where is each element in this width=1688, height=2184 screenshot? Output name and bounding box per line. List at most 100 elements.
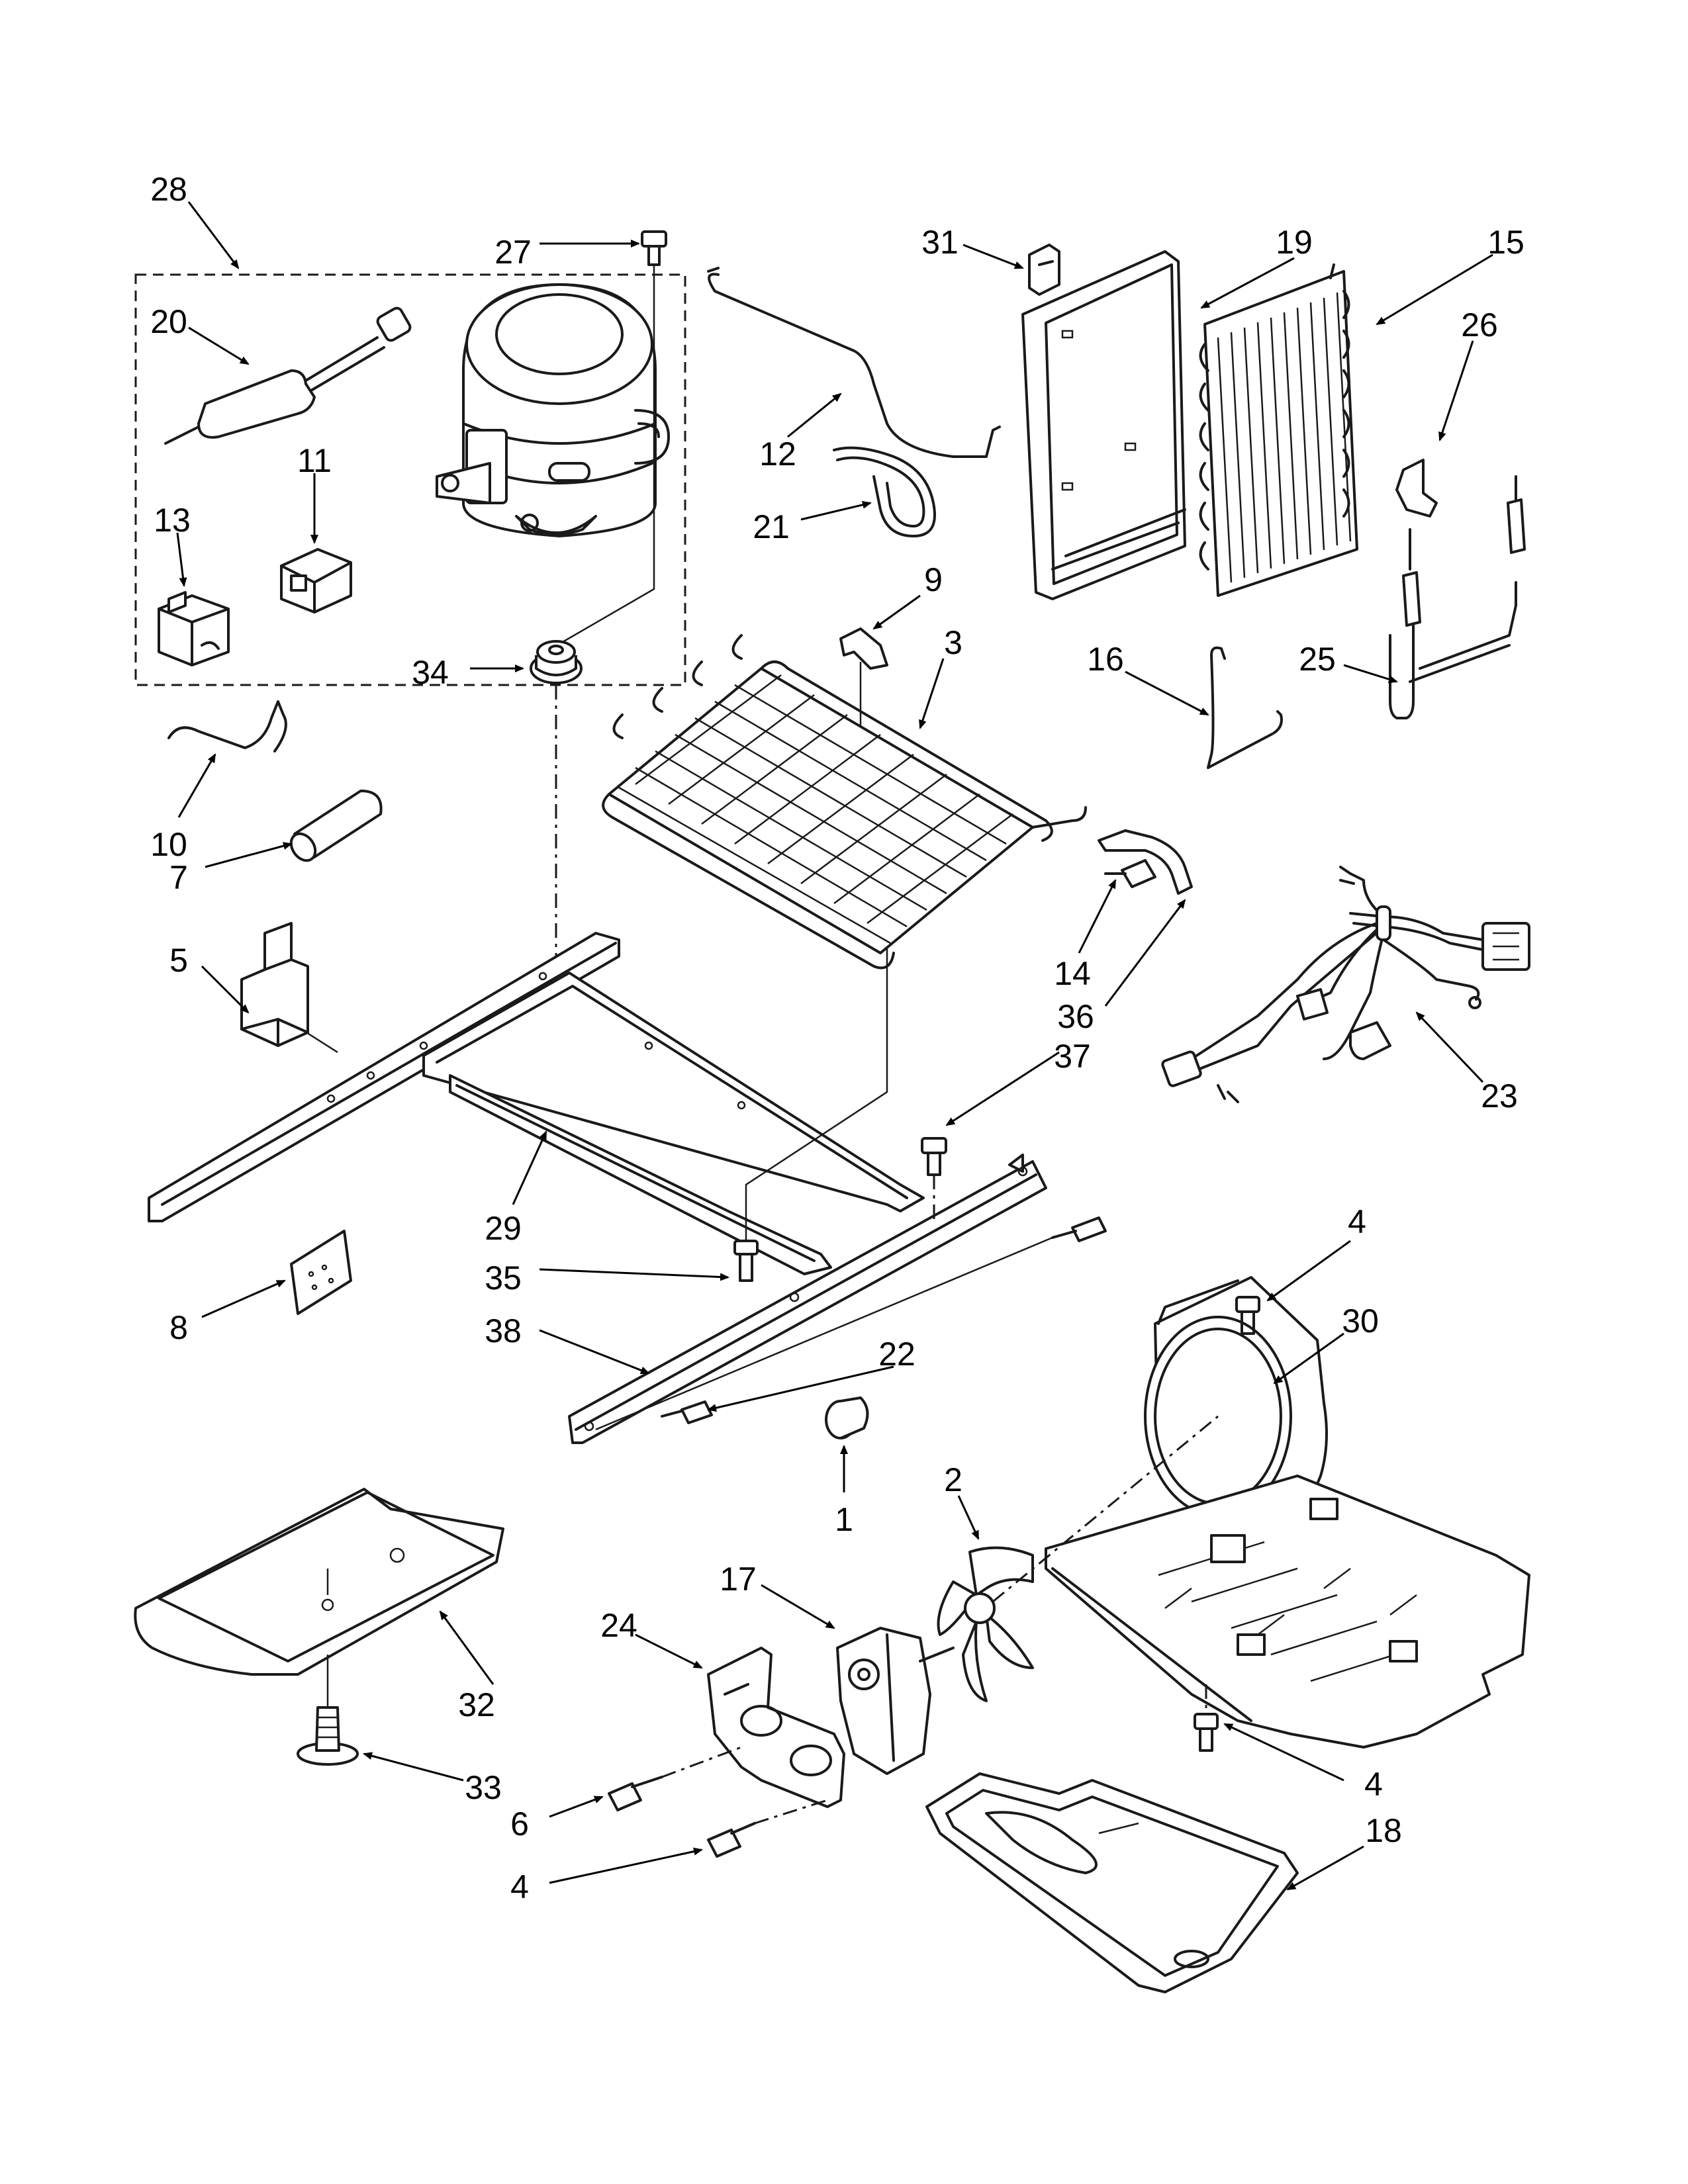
clip-icon[interactable] <box>839 627 888 670</box>
callout-5[interactable]: 5 <box>169 942 188 979</box>
leader-arrow-21 <box>800 500 872 521</box>
screw-icon[interactable] <box>1104 859 1156 888</box>
callout-4[interactable]: 4 <box>1348 1203 1366 1240</box>
cross-brace-icon[interactable] <box>568 1154 1047 1444</box>
relay-icon[interactable] <box>280 548 352 614</box>
base-plate-icon[interactable] <box>1045 1475 1530 1749</box>
overload-icon[interactable] <box>158 591 230 666</box>
callout-30[interactable]: 30 <box>1342 1302 1379 1340</box>
base-pad-icon[interactable] <box>134 1488 504 1676</box>
callout-6[interactable]: 6 <box>510 1805 529 1843</box>
coil-hose-icon[interactable] <box>833 446 936 537</box>
callout-24[interactable]: 24 <box>600 1607 637 1644</box>
screw-icon[interactable] <box>641 230 667 266</box>
screw-icon[interactable] <box>608 1776 663 1811</box>
bracket-icon[interactable] <box>1098 829 1193 895</box>
callout-31[interactable]: 31 <box>921 224 959 261</box>
callout-18[interactable]: 18 <box>1365 1812 1402 1849</box>
evaporator-cover-icon[interactable] <box>1021 250 1186 600</box>
screw-icon[interactable] <box>1194 1713 1219 1752</box>
leveling-foot-icon[interactable] <box>297 1706 359 1766</box>
callout-26[interactable]: 26 <box>1461 306 1498 343</box>
callout-36[interactable]: 36 <box>1057 998 1094 1035</box>
callout-4[interactable]: 4 <box>1364 1766 1383 1803</box>
leader-arrow-28 <box>187 201 240 269</box>
callout-21[interactable]: 21 <box>753 508 790 545</box>
thermal-protector-icon[interactable] <box>164 306 412 445</box>
leader-arrow-3 <box>919 658 945 729</box>
callout-13[interactable]: 13 <box>154 502 191 539</box>
callout-37[interactable]: 37 <box>1054 1038 1091 1075</box>
callout-28[interactable]: 28 <box>150 171 187 208</box>
evaporator-coil-icon[interactable] <box>602 634 1087 970</box>
callout-2[interactable]: 2 <box>944 1461 962 1498</box>
leader-arrow-4 <box>1223 1723 1344 1782</box>
callout-23[interactable]: 23 <box>1481 1077 1518 1115</box>
leader-arrow-20 <box>188 326 250 365</box>
callout-20[interactable]: 20 <box>150 303 187 340</box>
leader-arrow-24 <box>635 1633 703 1669</box>
clamp-icon[interactable] <box>1395 459 1438 518</box>
drain-pan-icon[interactable] <box>925 1772 1299 1993</box>
callout-32[interactable]: 32 <box>458 1686 495 1723</box>
callout-27[interactable]: 27 <box>494 234 532 271</box>
fan-motor-icon[interactable] <box>836 1627 955 1775</box>
callout-8[interactable]: 8 <box>169 1309 188 1346</box>
leader-arrows <box>176 201 1493 1891</box>
leader-arrow-19 <box>1200 257 1295 309</box>
tube-icon[interactable] <box>707 267 1001 458</box>
leader-arrow-4 <box>1266 1240 1351 1302</box>
callout-11[interactable]: 11 <box>297 442 332 479</box>
condenser-coil-icon[interactable] <box>1199 263 1358 597</box>
callout-16[interactable]: 16 <box>1087 641 1124 678</box>
leader-arrow-25 <box>1343 664 1398 684</box>
callout-4[interactable]: 4 <box>510 1868 529 1905</box>
compressor-icon[interactable] <box>436 283 670 537</box>
leader-arrow-16 <box>1125 670 1209 716</box>
drain-rod-icon[interactable] <box>1207 646 1283 769</box>
screw-icon[interactable] <box>661 1400 713 1424</box>
screw-icon[interactable] <box>1051 1216 1107 1242</box>
callout-33[interactable]: 33 <box>465 1769 502 1806</box>
screw-icon[interactable] <box>921 1137 947 1176</box>
leader-arrow-10 <box>177 753 216 818</box>
callout-38[interactable]: 38 <box>485 1312 522 1349</box>
wire-harness-icon[interactable] <box>1161 866 1530 1103</box>
wire-clip-icon[interactable] <box>167 700 287 752</box>
callout-22[interactable]: 22 <box>878 1336 915 1373</box>
fan-blade-icon[interactable] <box>937 1546 1034 1702</box>
callout-34[interactable]: 34 <box>412 654 449 691</box>
grommet-icon[interactable] <box>530 640 583 684</box>
callout-7[interactable]: 7 <box>169 859 188 896</box>
filter-drier-icon[interactable] <box>286 790 383 865</box>
leader-arrow-12 <box>787 392 842 438</box>
motor-bracket-icon[interactable] <box>707 1647 845 1808</box>
callout-9[interactable]: 9 <box>924 561 943 598</box>
clip-icon[interactable] <box>1028 244 1060 296</box>
callout-29[interactable]: 29 <box>485 1210 522 1247</box>
frame-rail-icon[interactable] <box>148 932 925 1275</box>
compressor-kit-outline <box>134 273 686 686</box>
callout-17[interactable]: 17 <box>720 1561 757 1598</box>
callout-10[interactable]: 10 <box>150 826 187 863</box>
tubing-assembly-icon[interactable] <box>1389 475 1526 719</box>
insulation-pad-icon[interactable] <box>290 1230 352 1315</box>
bushing-icon[interactable] <box>825 1396 869 1439</box>
callout-35[interactable]: 35 <box>485 1259 522 1297</box>
screw-icon[interactable] <box>733 1240 759 1282</box>
callout-1[interactable]: 1 <box>835 1501 853 1538</box>
screw-icon[interactable] <box>1235 1296 1260 1335</box>
callout-3[interactable]: 3 <box>944 624 962 661</box>
screw-icon[interactable] <box>707 1822 756 1858</box>
callout-15[interactable]: 15 <box>1487 224 1524 261</box>
callout-12[interactable]: 12 <box>759 435 796 473</box>
callout-14[interactable]: 14 <box>1054 955 1091 992</box>
callout-19[interactable]: 19 <box>1276 224 1313 261</box>
callout-25[interactable]: 25 <box>1299 641 1336 678</box>
mounting-bracket-icon[interactable] <box>240 922 309 1047</box>
leader-arrow-4 <box>549 1847 703 1884</box>
leader-arrow-26 <box>1438 340 1474 441</box>
leader-arrow-38 <box>539 1329 650 1375</box>
leader-arrow-17 <box>761 1584 835 1629</box>
